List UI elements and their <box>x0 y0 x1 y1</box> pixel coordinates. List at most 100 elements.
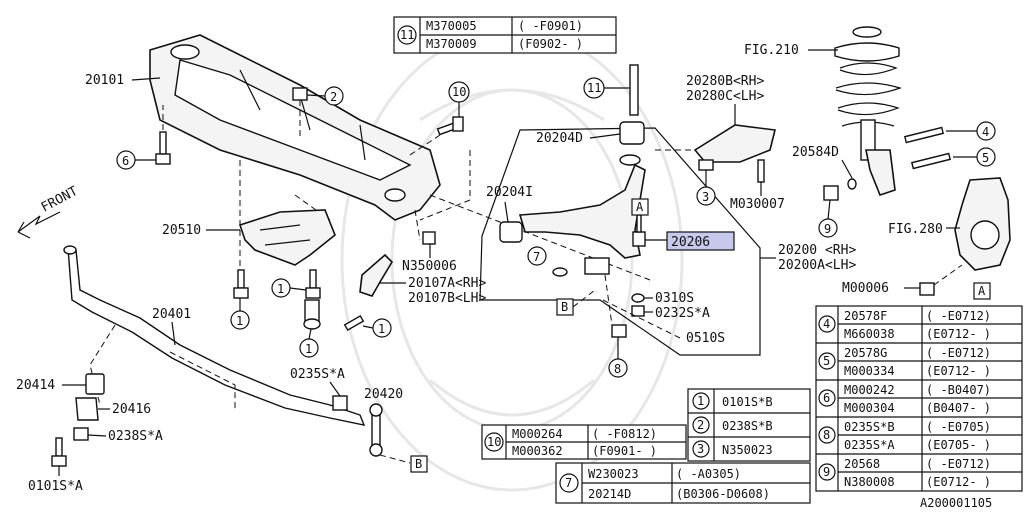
crossmember <box>149 34 441 221</box>
table-10-r2-range: (F0901- ) <box>592 444 657 458</box>
tr-6-1p: M000242 <box>844 383 895 397</box>
bolt-10 <box>436 116 464 136</box>
callout-6: 6 <box>122 154 129 168</box>
stiffener-20107 <box>359 253 394 297</box>
highlight-20206[interactable] <box>666 231 735 251</box>
bracket-20280 <box>693 124 776 183</box>
tr-8-2r: (E0705- ) <box>926 438 991 452</box>
label-20510: 20510 <box>162 223 201 238</box>
tr-4-1r: ( -E0712) <box>926 309 991 323</box>
bolt-0238s <box>73 427 89 441</box>
bolt-1-mid <box>305 269 321 299</box>
label-20107b: 20107B<LH> <box>408 291 486 306</box>
tr-8-1p: 0235S*B <box>844 420 895 434</box>
callout-1-c: 1 <box>305 342 312 356</box>
table-right-k8: 8 <box>823 428 830 442</box>
label-20414: 20414 <box>16 378 55 393</box>
table-small-k3: 3 <box>697 442 704 456</box>
ref-a-top: A <box>636 200 644 214</box>
callout-4: 4 <box>982 125 989 139</box>
table-right-k4: 4 <box>823 317 830 331</box>
table-small-p1: 0101S*B <box>722 395 773 409</box>
table-right-k9: 9 <box>823 465 830 479</box>
label-20204d: 20204D <box>536 131 583 146</box>
table-11-r2-part: M370009 <box>426 37 477 51</box>
table-11-r1-range: ( -F0901) <box>518 19 583 33</box>
callout-1-a: 1 <box>236 314 243 328</box>
bolt-0101s <box>51 437 67 467</box>
table-small-k1: 1 <box>697 394 704 408</box>
tr-5-1p: 20578G <box>844 346 887 360</box>
label-0101sa: 0101S*A <box>28 479 83 494</box>
bolt-1-right <box>343 314 365 332</box>
label-fig280: FIG.280 <box>888 222 943 237</box>
label-0510s: 0510S <box>686 331 725 346</box>
bolt-4 <box>903 126 945 144</box>
nut-2 <box>292 87 308 101</box>
tr-6-2r: (B0407- ) <box>926 401 991 415</box>
tr-5-2r: (E0712- ) <box>926 364 991 378</box>
nut-n350006 <box>422 231 436 245</box>
table-10-key: 10 <box>487 435 501 449</box>
table-right: 4 5 6 8 9 20578F ( -E0712) M660038 (E071… <box>815 305 1023 492</box>
callout-3: 3 <box>702 190 709 204</box>
table-7-r1-range: ( -A0305) <box>676 467 741 481</box>
nut-stack <box>631 293 645 317</box>
bracket-20416 <box>75 397 99 421</box>
table-11-key: 11 <box>400 28 414 42</box>
table-7-key: 7 <box>565 476 572 490</box>
tr-9-1r: ( -E0712) <box>926 457 991 471</box>
ref-b-mid: B <box>561 300 568 314</box>
callout-11: 11 <box>587 81 601 95</box>
label-20204i: 20204I <box>486 185 533 200</box>
label-20200a: 20200A<LH> <box>778 258 856 273</box>
tr-9-1p: 20568 <box>844 457 880 471</box>
label-0232sa: 0232S*A <box>655 306 710 321</box>
table-right-k5: 5 <box>823 354 830 368</box>
table-7-r2-part: 20214D <box>588 487 631 501</box>
table-11-r1-part: M370005 <box>426 19 477 33</box>
table-7: 7 W230023 ( -A0305) 20214D (B0306-D0608) <box>555 462 811 504</box>
table-7-r1-part: W230023 <box>588 467 639 481</box>
link-20420 <box>369 403 383 457</box>
bushing-20204i <box>499 221 523 243</box>
tr-9-2p: N380008 <box>844 475 895 489</box>
table-small: 1 2 3 0101S*B 0238S*B N350023 <box>687 388 811 462</box>
tr-5-1r: ( -E0712) <box>926 346 991 360</box>
table-11-r2-range: (F0902- ) <box>518 37 583 51</box>
tr-4-2p: M660038 <box>844 327 895 341</box>
front-label: FRONT <box>39 184 81 216</box>
bolt-1-lower <box>303 299 321 330</box>
label-20584d: 20584D <box>792 145 839 160</box>
nut-9 <box>823 185 839 201</box>
label-m00006: M00006 <box>842 281 889 296</box>
ref-a-right: A <box>978 284 986 298</box>
bolt-m00006 <box>919 282 935 296</box>
tr-5-2p: M000334 <box>844 364 895 378</box>
label-20206[interactable]: 20206 <box>671 235 710 250</box>
callout-9: 9 <box>824 222 831 236</box>
tr-9-2r: (E0712- ) <box>926 475 991 489</box>
table-10-r2-part: M000362 <box>512 444 563 458</box>
callout-1-d: 1 <box>378 322 385 336</box>
table-right-k6: 6 <box>823 391 830 405</box>
label-20101: 20101 <box>85 73 124 88</box>
label-m030007: M030007 <box>730 197 785 212</box>
lower-arm <box>518 163 646 259</box>
diagram-id: A200001105 <box>920 496 992 510</box>
bushing-20204d <box>619 121 645 166</box>
nut-8 <box>611 324 627 338</box>
bracket-20510 <box>238 209 336 266</box>
bushing-20414 <box>85 373 105 395</box>
label-n350006: N350006 <box>402 259 457 274</box>
lower-arm-outline <box>479 127 761 356</box>
table-10: 10 M000264 ( -F0812) M000362 (F0901- ) <box>481 424 687 460</box>
bolt-6 <box>155 131 171 165</box>
label-20280c: 20280C<LH> <box>686 89 764 104</box>
table-7-r2-range: (B0306-D0608) <box>676 487 770 501</box>
table-small-k2: 2 <box>697 418 704 432</box>
callout-5: 5 <box>982 151 989 165</box>
tr-6-1r: ( -B0407) <box>926 383 991 397</box>
table-11: 11 M370005 ( -F0901) M370009 (F0902- ) <box>393 16 617 54</box>
